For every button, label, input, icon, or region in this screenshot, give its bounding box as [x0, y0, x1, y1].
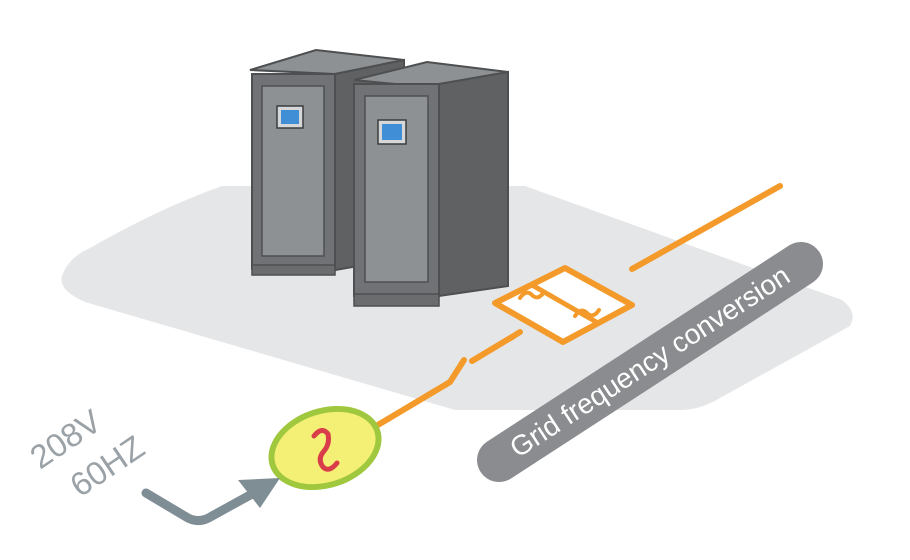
input-arrow-icon [141, 488, 257, 526]
switch-icon [447, 334, 515, 385]
power-line-out [629, 183, 783, 272]
frequency-converter-icon [492, 265, 635, 345]
ups-cabinet-icon [249, 48, 509, 307]
ac-source-icon [268, 405, 382, 491]
power-line-mid [509, 329, 523, 340]
input-arrow-head [238, 478, 280, 508]
cabinet-right [353, 60, 509, 307]
